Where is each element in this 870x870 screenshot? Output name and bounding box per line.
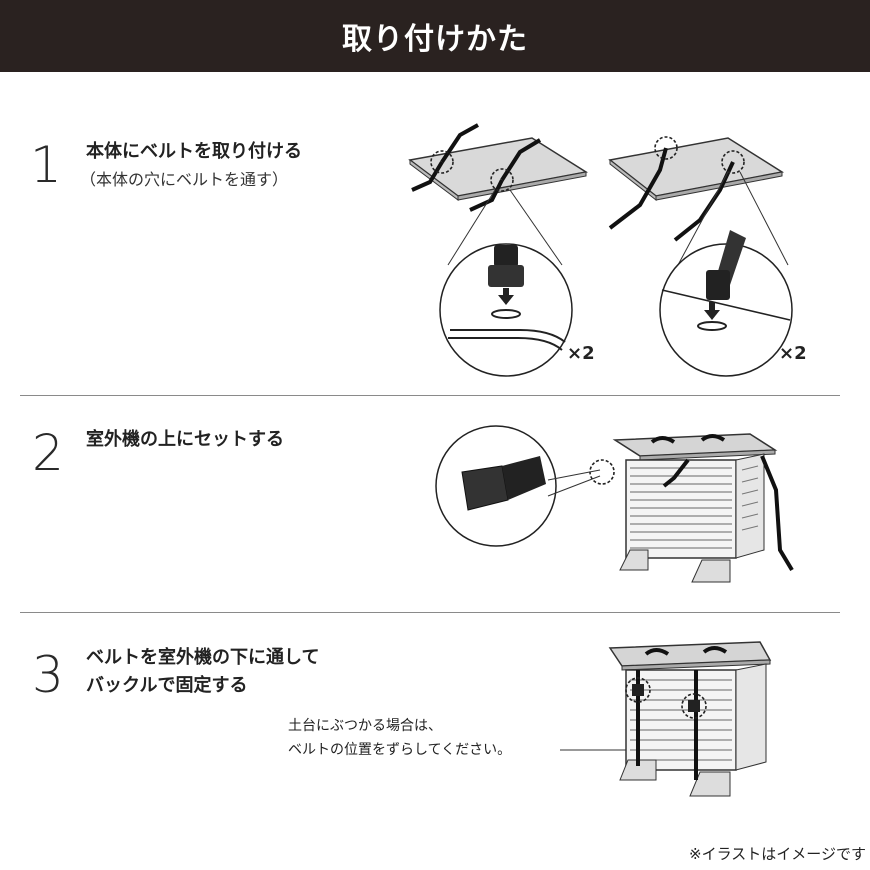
multiplier-left: ×2 <box>567 343 595 364</box>
panel-top-right <box>608 136 785 242</box>
page-title: 取り付けかた <box>342 22 528 57</box>
footnote: ※イラストはイメージです <box>689 845 866 863</box>
multiplier-right: ×2 <box>779 343 807 364</box>
step-1-title: 本体にベルトを取り付ける <box>86 141 302 162</box>
step-3-title-line1: ベルトを室外機の下に通して <box>86 647 320 668</box>
outdoor-unit <box>612 433 794 583</box>
step-2-title: 室外機の上にセットする <box>86 429 284 450</box>
panel-top-left <box>408 123 589 212</box>
step-3-illustration <box>560 641 772 797</box>
note-line-2: ベルトの位置をずらしてください。 <box>288 742 512 758</box>
step-1-illustration <box>408 123 793 377</box>
divider-2 <box>20 612 840 613</box>
zoom-circle-right <box>659 230 793 377</box>
step-2-number: 2 <box>32 424 64 482</box>
step-1-subtitle: （本体の穴にベルトを通す） <box>80 170 289 189</box>
step-3-title-line2: バックルで固定する <box>86 675 248 696</box>
step-3-number: 3 <box>32 646 64 704</box>
step-1-number: 1 <box>30 136 62 194</box>
page-header: 取り付けかた <box>0 0 870 72</box>
divider-1 <box>20 395 840 396</box>
zoom-circle-left <box>439 243 573 377</box>
step-2-illustration <box>435 425 794 583</box>
note-line-1: 土台にぶつかる場合は、 <box>288 718 442 734</box>
